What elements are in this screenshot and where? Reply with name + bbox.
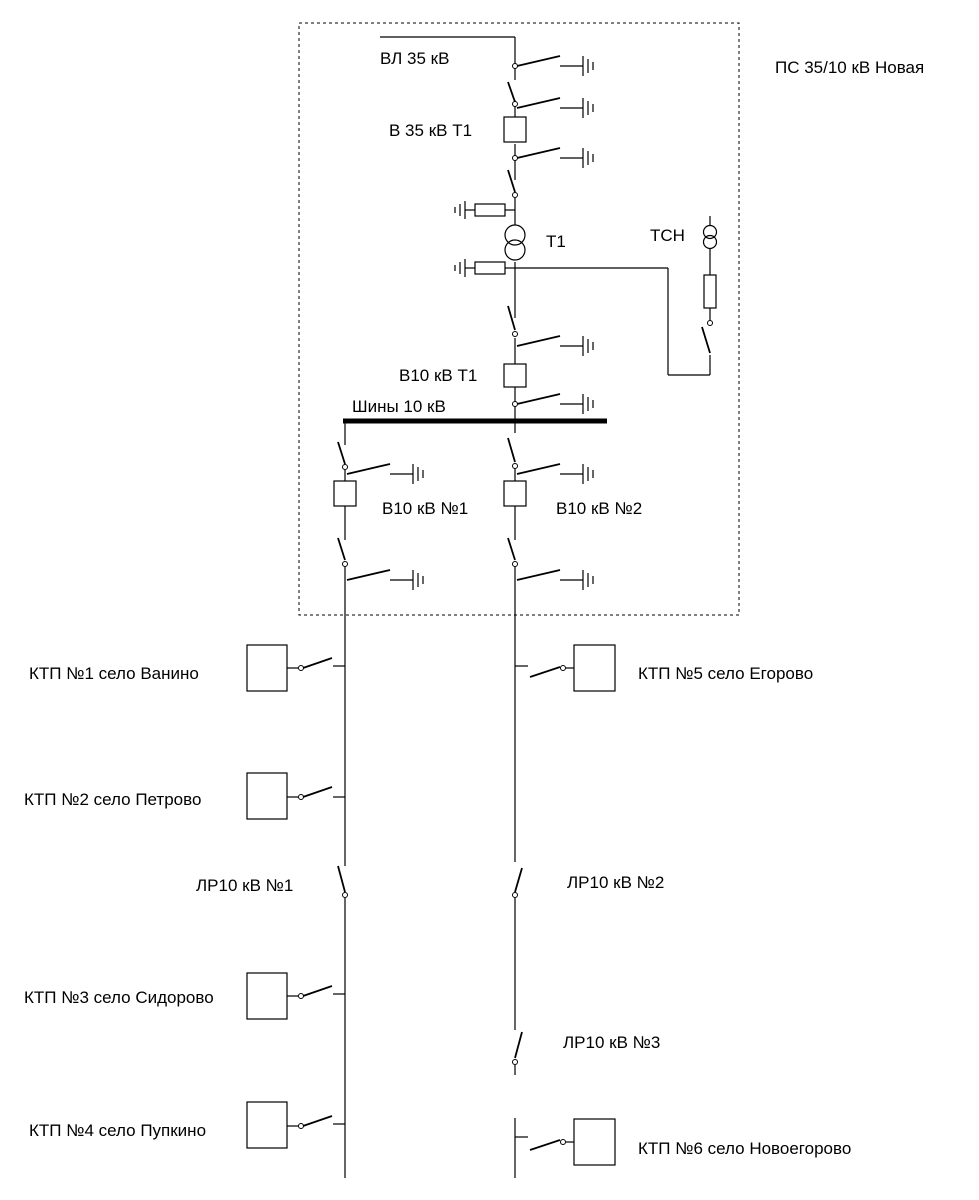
label-feeder-2-breaker: В10 кВ №2 — [556, 499, 642, 518]
ktp-1-tap — [246, 644, 345, 692]
breaker-35kv — [503, 116, 527, 143]
label-ktp-4: КТП №4 село Пупкино — [29, 1121, 206, 1140]
ktp-3-tap — [246, 972, 345, 1020]
label-breaker-10kv-t1: В10 кВ Т1 — [399, 366, 477, 385]
earthing-switch — [512, 393, 594, 414]
aux-transformer-winding — [702, 224, 718, 240]
earthing-switch — [516, 97, 594, 118]
label-disconnector-2: ЛР10 кВ №2 — [567, 873, 664, 892]
substation-title: ПС 35/10 кВ Новая — [775, 58, 924, 77]
ktp-4-tap — [246, 1101, 345, 1149]
disconnector-35kv-upper — [507, 81, 518, 107]
breaker-feeder-1 — [333, 480, 357, 507]
label-breaker-35kv: В 35 кВ Т1 — [389, 121, 472, 140]
label-transformer: Т1 — [546, 232, 566, 251]
overhead-line-2 — [512, 567, 523, 1178]
earthing-switch — [512, 147, 594, 168]
label-feeder-1-breaker: В10 кВ №1 — [382, 499, 468, 518]
label-ktp-1: КТП №1 село Ванино — [29, 664, 199, 683]
breaker-10kv-t1 — [503, 363, 527, 388]
disconnector-transformer-lv — [507, 305, 518, 337]
label-ktp-3: КТП №3 село Сидорово — [24, 988, 214, 1007]
ktp-2-tap — [246, 772, 345, 820]
breaker-feeder-2 — [503, 480, 527, 507]
disconnector-transformer-hv — [507, 169, 518, 198]
feeder-1-bay — [333, 421, 424, 590]
label-aux-transformer: ТСН — [650, 226, 685, 245]
fuse — [703, 274, 717, 309]
substation-boundary — [298, 22, 740, 616]
power-transformer-t1 — [504, 224, 526, 261]
feeder-2-bay — [503, 437, 594, 590]
ktp-6-tap — [515, 1118, 616, 1166]
earthing-switch — [512, 55, 594, 76]
ktp-5-tap — [515, 644, 616, 692]
surge-arrester-lv — [454, 259, 515, 277]
aux-transformer-branch — [515, 216, 718, 376]
label-disconnector-3: ЛР10 кВ №3 — [563, 1033, 660, 1052]
label-ktp-2: КТП №2 село Петрово — [24, 790, 201, 809]
label-ktp-6: КТП №6 село Новоегорово — [638, 1139, 851, 1158]
label-ktp-5: КТП №5 село Егорово — [638, 664, 813, 683]
label-disconnector-1: ЛР10 кВ №1 — [196, 876, 293, 895]
earthing-switch — [516, 335, 594, 356]
aux-transformer-winding — [702, 234, 718, 250]
label-busbar: Шины 10 кВ — [352, 397, 446, 416]
label-line-35kv: ВЛ 35 кВ — [380, 49, 449, 68]
overhead-line-1 — [337, 567, 348, 1178]
surge-arrester-hv — [454, 201, 515, 219]
